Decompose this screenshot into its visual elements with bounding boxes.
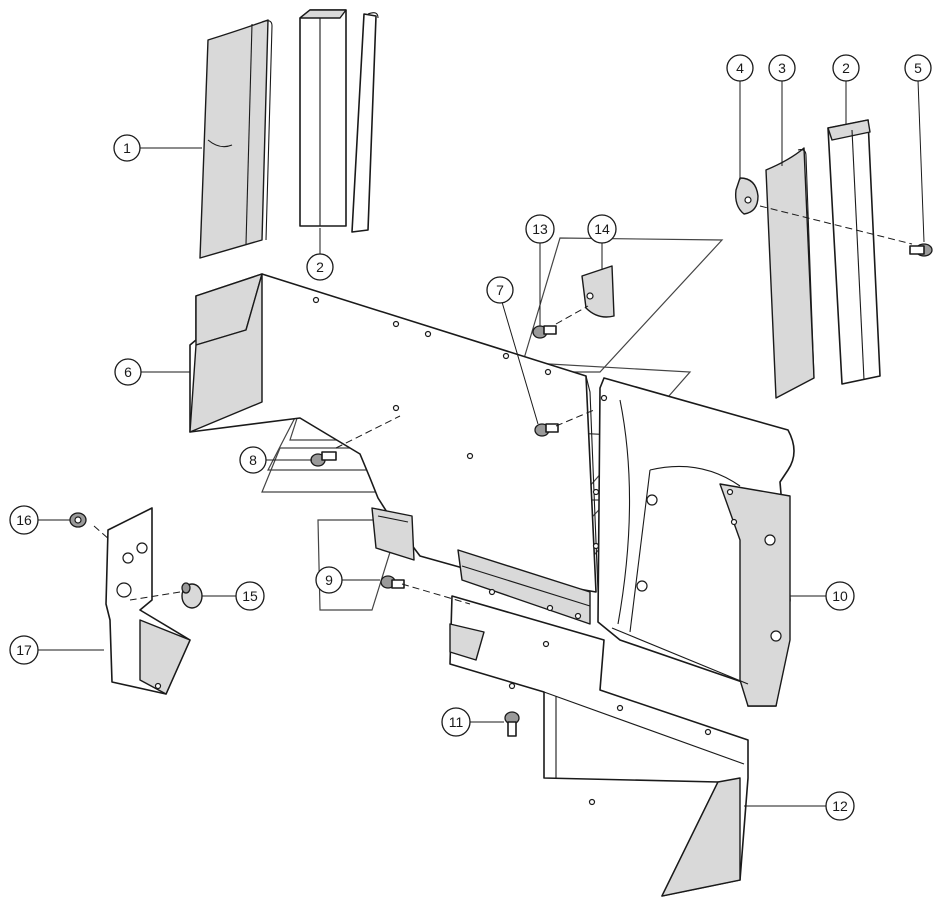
part-15-grommet	[181, 582, 203, 609]
callout-1: 1	[113, 134, 141, 162]
callout-17: 17	[9, 635, 39, 665]
part-6-main-panel	[189, 273, 600, 625]
part-9-bolt	[380, 575, 405, 589]
callout-1-label: 1	[123, 140, 131, 156]
part-3-trim-strip	[765, 147, 815, 399]
callout-3-label: 3	[778, 60, 786, 76]
callout-11: 11	[441, 707, 471, 737]
callout-6: 6	[114, 358, 142, 386]
part-10-side-panel	[597, 377, 795, 707]
part-17-small-bracket	[105, 507, 191, 695]
callout-2-right: 2	[832, 54, 860, 82]
part-5-screw	[909, 243, 933, 257]
callout-17-label: 17	[16, 642, 32, 658]
callout-13-label: 13	[532, 221, 548, 237]
part-13-screw	[532, 325, 557, 339]
callout-10: 10	[825, 581, 855, 611]
part-16-nut	[69, 512, 87, 528]
callout-5: 5	[904, 54, 932, 82]
callout-9-label: 9	[325, 572, 333, 588]
thin-strip	[351, 12, 379, 233]
callout-7-label: 7	[496, 282, 504, 298]
callout-4: 4	[726, 54, 754, 82]
callout-4-label: 4	[736, 60, 744, 76]
callout-6-label: 6	[124, 364, 132, 380]
callout-2-left-label: 2	[316, 259, 324, 275]
callout-2-left: 2	[306, 253, 334, 281]
part-7-bolt	[534, 423, 559, 437]
part-12-lower-bracket	[449, 595, 749, 897]
callout-8: 8	[239, 446, 267, 474]
part-8-bolt	[310, 451, 337, 467]
callout-16: 16	[9, 505, 39, 535]
callout-9: 9	[315, 566, 343, 594]
callout-14: 14	[587, 214, 617, 244]
callout-13: 13	[525, 214, 555, 244]
part-2-right-bar	[827, 119, 881, 385]
callout-10-label: 10	[832, 588, 848, 604]
callout-16-label: 16	[16, 512, 32, 528]
callout-3: 3	[768, 54, 796, 82]
callout-12-label: 12	[832, 798, 848, 814]
callout-8-label: 8	[249, 452, 257, 468]
callout-11-label: 11	[449, 714, 464, 730]
assembly-dashed-lines	[93, 205, 913, 605]
callout-12: 12	[825, 791, 855, 821]
callout-5-label: 5	[914, 60, 922, 76]
callout-2-right-label: 2	[842, 60, 850, 76]
part-14-cap	[581, 265, 615, 318]
callout-15: 15	[235, 581, 265, 611]
part-4-clip	[734, 177, 759, 215]
part-2-left-bar	[299, 9, 347, 227]
callout-14-label: 14	[594, 221, 610, 237]
callout-15-label: 15	[242, 588, 258, 604]
callout-7: 7	[486, 276, 514, 304]
leader-lines	[38, 79, 925, 807]
part-11-bolt	[504, 711, 520, 737]
part-1-trim-panel	[199, 19, 273, 259]
